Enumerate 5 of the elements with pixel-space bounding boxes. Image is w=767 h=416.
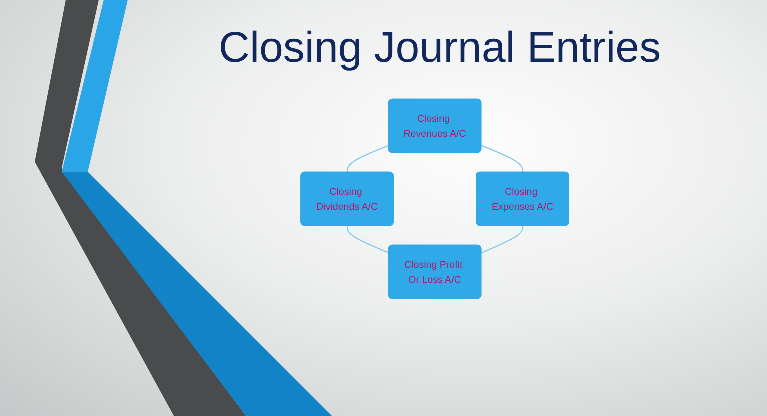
- connector: [481, 226, 524, 254]
- connector: [347, 145, 390, 173]
- connector: [347, 226, 390, 254]
- title: Closing Journal Entries: [218, 23, 662, 74]
- connector: [481, 145, 524, 173]
